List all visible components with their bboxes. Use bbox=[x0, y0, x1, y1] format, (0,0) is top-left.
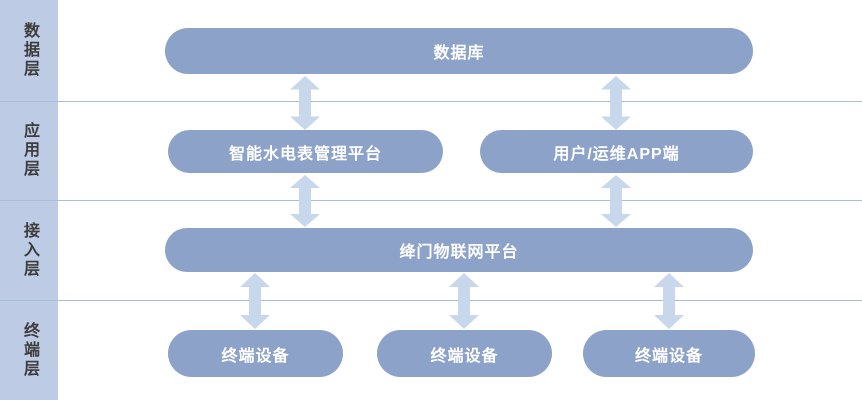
node-meter-management-platform: 智能水电表管理平台 bbox=[168, 130, 443, 173]
double-arrow-icon bbox=[240, 273, 270, 329]
double-arrow-icon bbox=[601, 76, 631, 130]
sidebar-item-terminal-layer: 终端层 bbox=[21, 321, 38, 379]
node-database: 数据库 bbox=[165, 28, 753, 74]
double-arrow-icon bbox=[601, 175, 631, 227]
double-arrow-icon bbox=[449, 273, 479, 329]
double-arrow-icon bbox=[290, 175, 320, 227]
node-iot-platform: 绛门物联网平台 bbox=[165, 228, 753, 272]
node-terminal-device-2: 终端设备 bbox=[377, 330, 552, 377]
sidebar-item-access-layer: 接入层 bbox=[21, 221, 38, 279]
layer-divider bbox=[0, 200, 862, 201]
double-arrow-icon bbox=[290, 76, 320, 130]
sidebar-item-data-layer: 数据层 bbox=[21, 22, 38, 79]
layer-divider bbox=[0, 101, 862, 102]
sidebar-item-application-layer: 应用层 bbox=[21, 122, 38, 179]
node-user-ops-app: 用户/运维APP端 bbox=[480, 130, 753, 173]
node-terminal-device-3: 终端设备 bbox=[583, 330, 755, 377]
double-arrow-icon bbox=[654, 273, 684, 329]
layer-divider bbox=[0, 300, 862, 301]
node-terminal-device-1: 终端设备 bbox=[168, 330, 343, 377]
